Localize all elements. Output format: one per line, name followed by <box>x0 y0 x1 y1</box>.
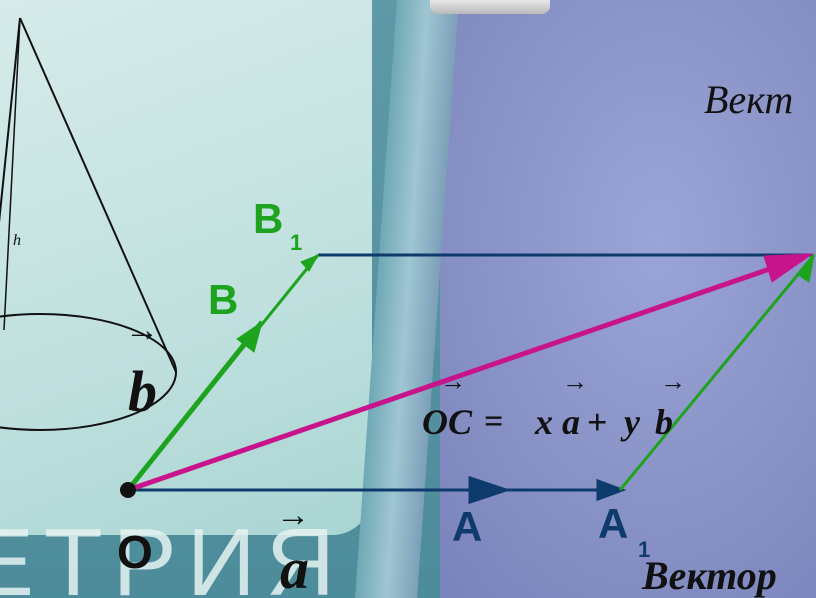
cone-right-edge <box>19 17 177 373</box>
arrowhead-OC <box>763 253 814 283</box>
cone-height-line <box>3 17 21 331</box>
vector-a-label: a <box>280 536 309 598</box>
background-right <box>420 0 816 598</box>
label-B: B <box>208 276 239 323</box>
arrowhead-a <box>468 475 511 505</box>
formula-OC: OC <box>422 402 473 442</box>
line-A1-C <box>618 254 816 491</box>
label-O: O <box>117 526 153 578</box>
label-A1-sub: 1 <box>638 537 651 562</box>
point-O <box>120 482 136 498</box>
formula-eq: = <box>484 403 504 440</box>
formula-arrow-OC: → <box>440 367 466 396</box>
vector-b-thick <box>126 320 264 492</box>
label-A: A <box>452 503 483 550</box>
formula-arrow-b: → <box>660 367 686 396</box>
caption-top: Вект <box>704 77 794 122</box>
cone-base-ellipse <box>0 313 177 431</box>
bottom-partial-word: ЕТРИЯ <box>0 509 346 598</box>
cone-figure <box>0 17 177 431</box>
label-A1: A <box>598 500 629 547</box>
arrowhead-B1 <box>300 253 320 272</box>
arrowhead-A1 <box>596 478 627 502</box>
label-B1-sub: 1 <box>290 230 303 255</box>
formula-y: y <box>624 402 640 442</box>
top-tab <box>430 0 550 14</box>
caption-bottom: Вектор <box>642 553 777 598</box>
arrowhead-A1C <box>796 253 815 283</box>
arrowhead-b <box>236 320 263 353</box>
formula: → → → OC = x a + y b <box>422 367 692 445</box>
cone-height-label: h <box>13 232 21 249</box>
vector-b-label: b <box>128 359 157 424</box>
vector-a-arrow: → <box>276 497 310 534</box>
formula-b: b <box>655 402 673 442</box>
vector-OC <box>127 259 791 493</box>
vector-b-arrow: → <box>125 312 159 349</box>
formula-arrow-a: → <box>562 367 588 396</box>
label-B1: B <box>253 195 284 242</box>
formula-a: a <box>562 402 580 442</box>
formula-plus: + <box>587 402 608 442</box>
formula-x: x <box>535 402 553 442</box>
cone-left-edge <box>0 17 21 223</box>
